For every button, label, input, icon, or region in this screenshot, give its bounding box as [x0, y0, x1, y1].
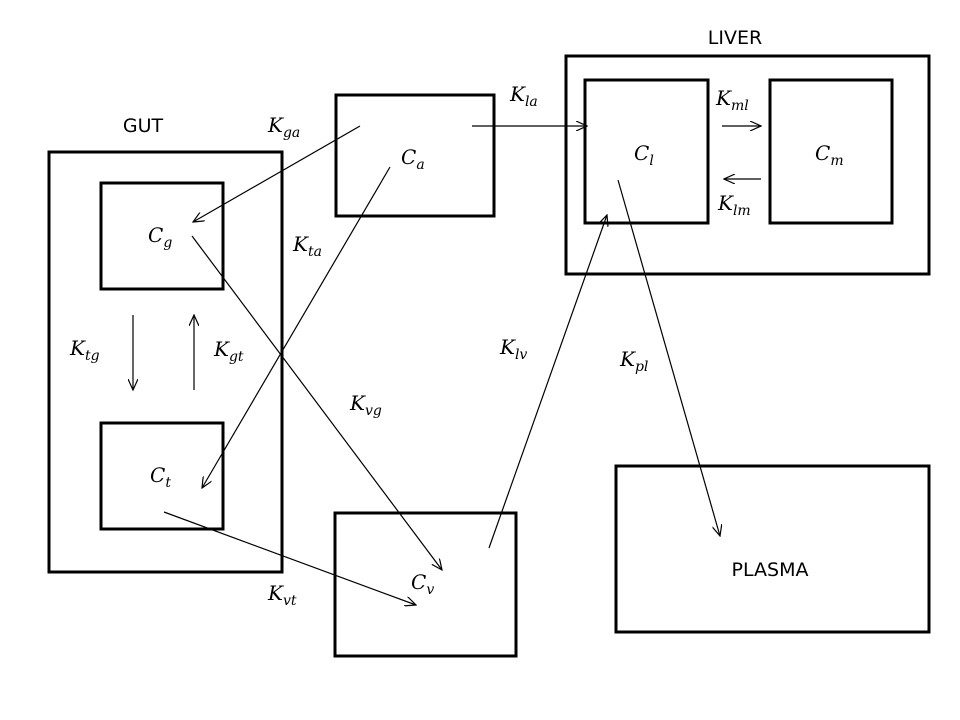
arrow-vg [191, 235, 442, 570]
compartment-box-l [583, 78, 710, 225]
arrow-pl [617, 179, 720, 536]
compartment-label-a: Ca [401, 145, 425, 173]
compartment-label-m: Cm [815, 141, 844, 169]
rate-label-gt: Kgt [213, 337, 244, 365]
plasma-box [614, 464, 931, 634]
rate-label-la: Kla [509, 82, 538, 110]
compartment-box-g [99, 181, 225, 291]
rate-label-tg: Ktg [69, 336, 100, 364]
arrow-lv [488, 215, 607, 549]
liver-label: LIVER [708, 27, 762, 49]
arrow-ga [193, 125, 361, 222]
compartment-label-l: Cl [634, 141, 654, 169]
rate-label-ga: Kga [267, 113, 300, 141]
rate-label-vt: Kvt [267, 581, 297, 609]
plasma-label: PLASMA [732, 559, 809, 581]
compartment-box-m [768, 78, 894, 225]
compartment-label-t: Ct [150, 463, 171, 491]
rate-label-vg: Kvg [349, 391, 382, 419]
compartment-box-a [334, 93, 496, 218]
rate-label-ta: Kta [292, 232, 322, 260]
gut-label: GUT [123, 115, 164, 137]
arrow-ta [202, 166, 391, 488]
rate-label-ml: Kml [715, 86, 749, 114]
arrow-vt [163, 511, 416, 605]
rate-label-lm: Klm [717, 191, 751, 219]
compartment-label-g: Cg [148, 223, 172, 251]
rate-label-lv: Klv [499, 335, 527, 363]
compartment-label-v: Cv [411, 570, 434, 598]
rate-label-pl: Kpl [619, 347, 648, 375]
compartment-box-v [333, 511, 518, 658]
